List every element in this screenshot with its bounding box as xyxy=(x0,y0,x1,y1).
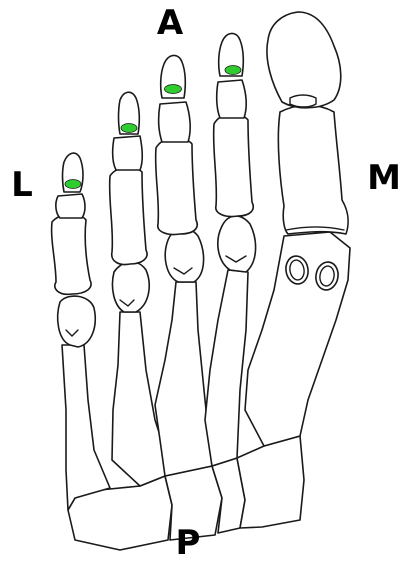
second-toe-green-marker xyxy=(225,66,241,75)
anterior-label: A xyxy=(157,3,184,43)
fourth-proximal-phalanx xyxy=(110,167,147,264)
posterior-label: P xyxy=(176,523,201,562)
third-metatarsal-bone xyxy=(155,282,212,476)
second-metatarsal-bone xyxy=(205,270,248,466)
second-toe xyxy=(214,33,256,272)
fourth-toe xyxy=(110,92,150,312)
third-middle-phalanx xyxy=(159,102,190,142)
medial-cuneiform-bone xyxy=(237,436,304,528)
third-proximal-phalanx xyxy=(156,138,198,235)
great-toe-distal-phalanx xyxy=(267,12,341,108)
lateral-label: L xyxy=(11,165,33,205)
fifth-toe-green-marker xyxy=(65,180,81,189)
fourth-middle-phalanx xyxy=(113,136,143,170)
fourth-metatarsal-head xyxy=(112,262,149,312)
third-toe-green-marker xyxy=(165,85,182,94)
second-metatarsal-head xyxy=(218,216,256,272)
fifth-proximal-phalanx xyxy=(52,214,91,294)
second-proximal-phalanx xyxy=(214,114,254,217)
great-toe xyxy=(267,12,348,234)
fifth-toe xyxy=(52,153,96,347)
great-toe-proximal-phalanx xyxy=(278,105,348,234)
second-middle-phalanx xyxy=(217,80,246,118)
third-toe xyxy=(156,55,204,282)
fifth-metatarsal-head xyxy=(58,296,96,347)
fourth-toe-green-marker xyxy=(121,124,137,133)
fifth-metatarsal-bone xyxy=(62,345,110,510)
fifth-middle-phalanx xyxy=(56,194,85,218)
medial-label: M xyxy=(367,158,401,198)
